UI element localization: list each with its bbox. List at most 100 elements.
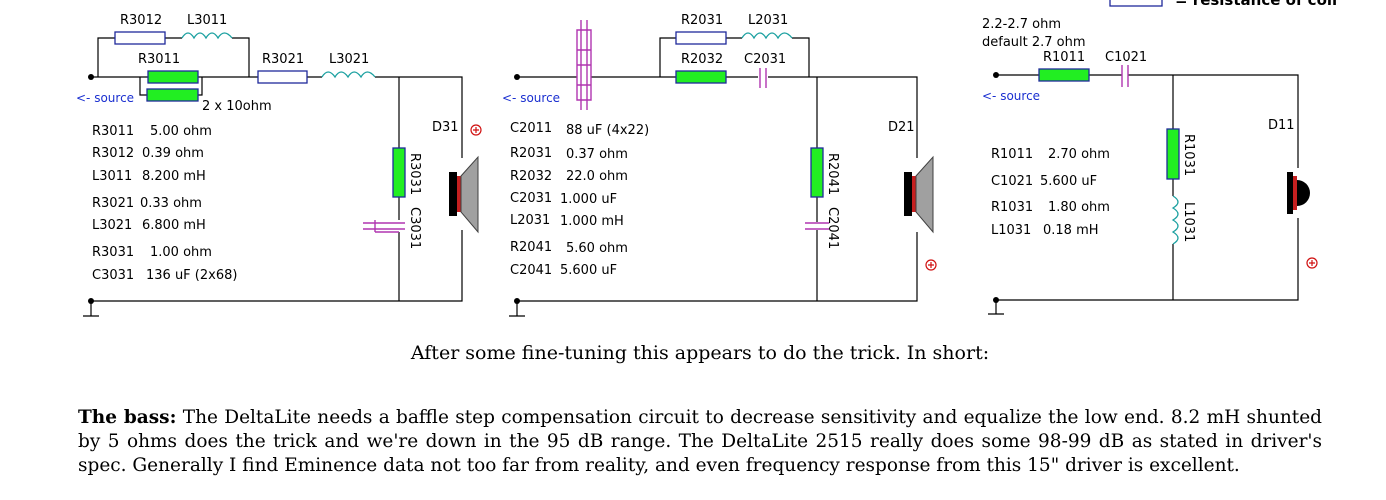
l3011-label: L3011	[187, 13, 227, 28]
value-name: C1021	[991, 174, 1033, 189]
value-name: R2041	[510, 240, 552, 255]
tweeter-source-label: <- source	[982, 89, 1040, 103]
value-amount: 0.33 ohm	[140, 196, 202, 211]
value-amount: 0.37 ohm	[566, 147, 628, 162]
value-name: R3021	[92, 196, 134, 211]
r3021-resistor	[257, 70, 308, 84]
d11-plus-icon	[1306, 257, 1318, 269]
caption: After some fine-tuning this appears to d…	[410, 342, 990, 364]
c2031-label: C2031	[744, 52, 786, 67]
value-amount: 1.000 mH	[560, 214, 624, 229]
value-amount: 0.18 mH	[1043, 223, 1099, 238]
r2041-resistor	[810, 147, 824, 198]
value-amount: 8.200 mH	[142, 169, 206, 184]
r3011b-resistor	[146, 88, 199, 102]
value-name: L3011	[92, 169, 132, 184]
r1031-label: R1031	[1181, 134, 1196, 176]
legend-resistor-symbol	[1109, 0, 1163, 7]
value-name: R1011	[991, 147, 1033, 162]
value-amount: 5.600 uF	[1040, 174, 1097, 189]
r1031-resistor	[1166, 128, 1180, 180]
value-name: C2041	[510, 263, 552, 278]
r2041-label: R2041	[825, 153, 840, 195]
c2041-label: C2041	[825, 207, 840, 249]
l1031-label: L1031	[1181, 202, 1196, 242]
range-note: 2.2-2.7 ohm	[982, 17, 1061, 32]
c2041-capacitor	[805, 222, 829, 230]
r3011-label: R3011	[138, 52, 180, 67]
d31-plus-icon	[470, 124, 482, 136]
value-amount: 5.60 ohm	[566, 241, 628, 256]
crossover-schematic: = resistance of coil R3012 L3011 R301	[76, 0, 1337, 317]
l3021-inductor	[321, 71, 376, 79]
bass-source-label: <- source	[76, 91, 134, 105]
c1021-capacitor	[1121, 65, 1129, 87]
mid-section: R2031 L2031 R2032 C2031 <- source D21 R2…	[502, 13, 937, 317]
r2031-resistor	[675, 31, 727, 45]
value-name: R1031	[991, 200, 1033, 215]
c3031-label: C3031	[407, 207, 422, 249]
bass-paragraph: The bass: The DeltaLite needs a baffle s…	[78, 406, 1322, 478]
value-amount: 1.80 ohm	[1048, 200, 1110, 215]
value-amount: 6.800 mH	[142, 218, 206, 233]
value-name: R3031	[92, 245, 134, 260]
value-amount: 2.70 ohm	[1048, 147, 1110, 162]
bass-section: R3012 L3011 R3011 R3021 L3021 2 x 10ohm …	[76, 13, 482, 317]
value-name: R2031	[510, 146, 552, 161]
value-amount: 5.00 ohm	[150, 124, 212, 139]
r2031-label: R2031	[681, 13, 723, 28]
c2031-capacitor	[759, 68, 767, 88]
mid-values: C2011 88 uF (4x22) R2031 0.37 ohm R2032 …	[510, 121, 649, 278]
tweeter-section: 2.2-2.7 ohm default 2.7 ohm R1011 C1021 …	[982, 17, 1318, 315]
c1021-label: C1021	[1105, 50, 1147, 65]
d11-label: D11	[1268, 118, 1295, 133]
value-amount: 136 uF (2x68)	[146, 268, 237, 283]
value-amount: 0.39 ohm	[142, 146, 204, 161]
parallel-note: 2 x 10ohm	[202, 99, 272, 114]
c2011-capacitor-bank	[576, 20, 592, 110]
value-name: L1031	[991, 223, 1031, 238]
d11-driver-icon	[1287, 172, 1310, 214]
bass-body: The DeltaLite needs a baffle step compen…	[78, 407, 1323, 476]
value-name: L2031	[510, 213, 550, 228]
d31-label: D31	[432, 120, 459, 135]
value-amount: 1.000 uF	[560, 192, 617, 207]
r2032-label: R2032	[681, 52, 723, 67]
bass-values: R3011 5.00 ohm R3012 0.39 ohm L3011 8.20…	[92, 124, 237, 283]
r3012-label: R3012	[120, 13, 162, 28]
coil-resistance-legend: = resistance of coil	[1109, 0, 1337, 9]
r3031-label: R3031	[407, 153, 422, 195]
r1011-resistor	[1038, 68, 1090, 82]
value-amount: 88 uF (4x22)	[566, 123, 649, 138]
d21-label: D21	[888, 120, 915, 135]
r2032-resistor	[675, 70, 727, 84]
mid-source-label: <- source	[502, 91, 560, 105]
d31-driver-icon	[449, 155, 479, 234]
d21-driver-icon	[904, 155, 934, 234]
r3021-label: R3021	[262, 52, 304, 67]
value-amount: 1.00 ohm	[150, 245, 212, 260]
r3031-resistor	[392, 147, 406, 198]
value-amount: 5.600 uF	[560, 263, 617, 278]
l2031-label: L2031	[748, 13, 788, 28]
l2031-inductor	[741, 32, 793, 40]
r3012-resistor	[114, 31, 166, 45]
bass-heading: The bass:	[78, 407, 177, 428]
r3011-resistor	[147, 70, 199, 84]
l1031-inductor	[1171, 195, 1179, 245]
tweeter-values: R1011 2.70 ohm C1021 5.600 uF R1031 1.80…	[991, 147, 1110, 238]
d21-plus-icon	[925, 259, 937, 271]
value-name: R2032	[510, 169, 552, 184]
value-name: C2011	[510, 121, 552, 136]
default-note: default 2.7 ohm	[982, 35, 1086, 50]
l3011-inductor	[181, 32, 233, 40]
c3031-capacitor	[363, 220, 405, 233]
legend-text: = resistance of coil	[1175, 0, 1337, 9]
value-name: C3031	[92, 268, 134, 283]
value-name: L3021	[92, 218, 132, 233]
l3021-label: L3021	[329, 52, 369, 67]
value-name: C2031	[510, 191, 552, 206]
value-name: R3011	[92, 124, 134, 139]
value-name: R3012	[92, 146, 134, 161]
r1011-label: R1011	[1043, 50, 1085, 65]
